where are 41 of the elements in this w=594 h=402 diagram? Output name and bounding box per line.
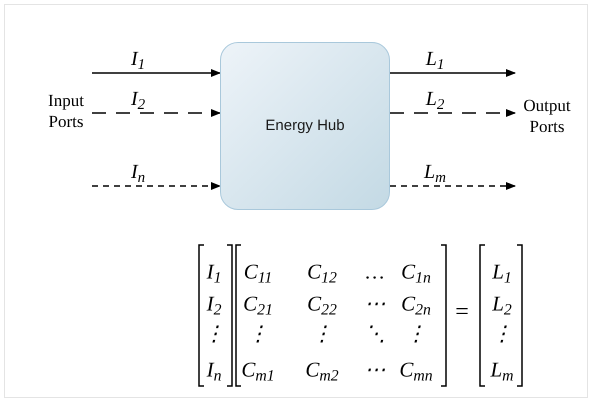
hub-label: Energy Hub <box>265 116 345 136</box>
matrix-entry: I$_{n}$ <box>206 360 222 380</box>
arrow <box>92 182 221 190</box>
edge-label: I$_{2}$ <box>131 89 146 109</box>
matrix-entry: C$_{m2}$ <box>305 360 339 380</box>
edge-label: L$_{m}$ <box>424 162 446 182</box>
edge-label: I$_{n}$ <box>131 162 146 182</box>
matrix-entry: C$_{mn}$ <box>399 360 433 380</box>
matrix-entry: ⋮ <box>204 324 224 344</box>
matrix-entry: C$_{1n}$ <box>401 262 431 282</box>
matrix-entry: C$_{2n}$ <box>401 294 431 314</box>
matrix-entry: C$_{12}$ <box>307 262 337 282</box>
arrow <box>92 109 221 117</box>
matrix-entry: ⋱ <box>364 324 386 344</box>
matrix-entry: C$_{m1}$ <box>241 360 275 380</box>
matrix-entry: L$_{1}$ <box>492 262 512 282</box>
matrix-entry: I$_{2}$ <box>206 294 222 314</box>
matrix-entry: ⋮ <box>248 324 268 344</box>
arrow <box>92 69 221 77</box>
matrix-entry: ⋮ <box>492 324 512 344</box>
edge-label: L$_{1}$ <box>426 49 444 69</box>
matrix-entry: L$_{2}$ <box>492 294 512 314</box>
matrix-entry: ⋯ <box>364 294 386 314</box>
matrix-entry: ⋮ <box>406 324 426 344</box>
matrix-entry: C$_{21}$ <box>243 294 273 314</box>
arrow <box>390 182 516 190</box>
port-text: Output Ports <box>522 95 572 137</box>
matrix-entry: C$_{22}$ <box>307 294 337 314</box>
matrix-entry: … <box>366 262 384 282</box>
matrix-entry: I$_{1}$ <box>206 262 222 282</box>
matrix-entry: L$_{m}$ <box>490 360 514 380</box>
matrix-entry: ⋮ <box>312 324 332 344</box>
hub-box <box>220 42 390 210</box>
arrow <box>390 109 516 117</box>
equals-sign: = <box>455 300 469 324</box>
matrix-entry: ⋯ <box>364 360 386 380</box>
matrix-entry: C$_{11}$ <box>244 262 272 282</box>
edge-label: I$_{1}$ <box>131 49 146 69</box>
edge-label: L$_{2}$ <box>426 89 444 109</box>
arrow <box>390 69 516 77</box>
port-text: Input Ports <box>47 90 85 132</box>
